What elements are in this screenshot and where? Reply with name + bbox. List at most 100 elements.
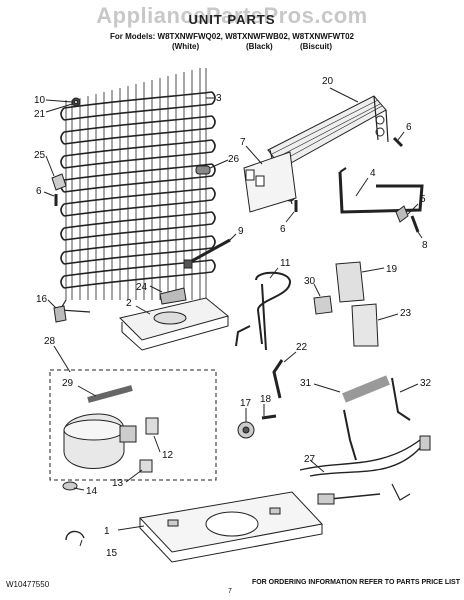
leader-4: [355, 177, 369, 197]
leader-2: [135, 305, 151, 315]
callout-20: 20: [322, 76, 334, 87]
insulation-part-19: [335, 261, 365, 303]
leader-6-left: [43, 191, 55, 197]
screw-part-8: [410, 215, 420, 233]
leader-13: [125, 469, 143, 483]
leader-10: [45, 99, 73, 103]
callout-23: 23: [400, 308, 412, 319]
coil-grid-part-3: [58, 68, 216, 313]
compressor-group-box-part-28: [49, 369, 217, 481]
leader-21: [45, 103, 73, 113]
leader-16: [47, 299, 57, 309]
leader-31: [313, 383, 341, 393]
fan-motor-part-17: [237, 421, 255, 439]
leader-22: [283, 351, 297, 363]
callout-14: 14: [86, 486, 98, 497]
page-title: UNIT PARTS: [188, 12, 276, 27]
callout-11: 11: [280, 258, 291, 269]
leader-20: [329, 87, 359, 103]
callout-8: 8: [422, 240, 428, 251]
color-black-label: (Black): [246, 42, 273, 51]
callout-13: 13: [112, 478, 124, 489]
callout-26: 26: [228, 154, 240, 165]
callout-29: 29: [62, 378, 74, 389]
bracket-part-25: [51, 173, 67, 191]
clip-part-15: [65, 530, 85, 541]
callout-15: 15: [106, 548, 118, 559]
bracket-part-16: [53, 305, 67, 323]
leader-32: [399, 383, 419, 393]
leader-26: [209, 159, 229, 169]
callout-22: 22: [296, 342, 308, 353]
leader-1: [117, 525, 145, 531]
tube-part-4: [338, 167, 424, 214]
callout-32: 32: [420, 378, 432, 389]
screw-part-10: [71, 97, 81, 107]
wire-harness-part-27: [299, 435, 431, 505]
leader-29: [77, 385, 97, 397]
compressor-body: [63, 413, 137, 469]
color-white-label: (White): [172, 42, 200, 51]
callout-5: 5: [420, 194, 426, 205]
ordering-note: FOR ORDERING INFORMATION REFER TO PARTS …: [251, 579, 460, 586]
callout-28: 28: [44, 336, 56, 347]
screw-part-6-right: [392, 136, 404, 148]
leader-14: [73, 487, 85, 491]
callout-17: 17: [240, 398, 252, 409]
color-biscuit-label: (Biscuit): [300, 42, 332, 51]
screw-part-18: [261, 414, 277, 420]
fitting-part-26: [195, 165, 211, 175]
callout-12: 12: [162, 450, 174, 461]
leader-12: [153, 435, 161, 453]
pad-part-30: [313, 295, 333, 315]
callout-19: 19: [386, 264, 398, 275]
callout-31: 31: [300, 378, 312, 389]
leader-28: [53, 345, 71, 373]
callout-18: 18: [260, 394, 272, 405]
leader-25: [45, 155, 55, 177]
tube-part-29: [87, 385, 133, 403]
leader-11: [269, 267, 279, 279]
insulation-part-23: [351, 303, 379, 347]
callout-3: 3: [216, 93, 222, 104]
leader-6-center: [285, 211, 295, 223]
callout-24: 24: [136, 282, 148, 293]
callout-1: 1: [104, 526, 110, 537]
callout-30: 30: [304, 276, 316, 287]
callout-4: 4: [370, 168, 376, 179]
callout-2: 2: [126, 298, 132, 309]
relay-part-12: [145, 417, 159, 435]
leader-5: [407, 203, 419, 215]
base-plate-part-1: [138, 491, 323, 563]
fastener-part-24: [159, 287, 187, 305]
callout-7: 7: [240, 137, 246, 148]
drain-pan-part-2: [119, 297, 230, 351]
leader-19: [361, 267, 385, 273]
leader-15: [79, 539, 83, 547]
page-number: 7: [228, 588, 232, 595]
document-number: W10477550: [6, 580, 50, 589]
insulation-tube-part-31: [342, 375, 390, 403]
tube-part-32: [343, 377, 411, 461]
leader-7: [245, 145, 263, 165]
overload-part-13: [139, 459, 153, 473]
callout-10: 10: [34, 95, 46, 106]
callout-9: 9: [238, 226, 244, 237]
bracket-part-7: [243, 151, 297, 213]
heater-part-9: [183, 238, 231, 269]
leader-8: [417, 231, 423, 239]
leader-23: [377, 313, 399, 321]
leader-30: [313, 283, 321, 297]
tube-part-22: [272, 359, 284, 399]
callout-6-center: 6: [280, 224, 286, 235]
tubing-part-11: [235, 271, 292, 351]
leader-6-right: [397, 131, 405, 141]
leader-27: [309, 459, 325, 473]
leader-9: [227, 233, 237, 243]
leader-24: [149, 285, 163, 293]
callout-27: 27: [304, 454, 316, 465]
model-list: For Models: W8TXNWFWQ02, W8TXNWFWB02, W8…: [110, 32, 354, 41]
callout-25: 25: [34, 150, 46, 161]
